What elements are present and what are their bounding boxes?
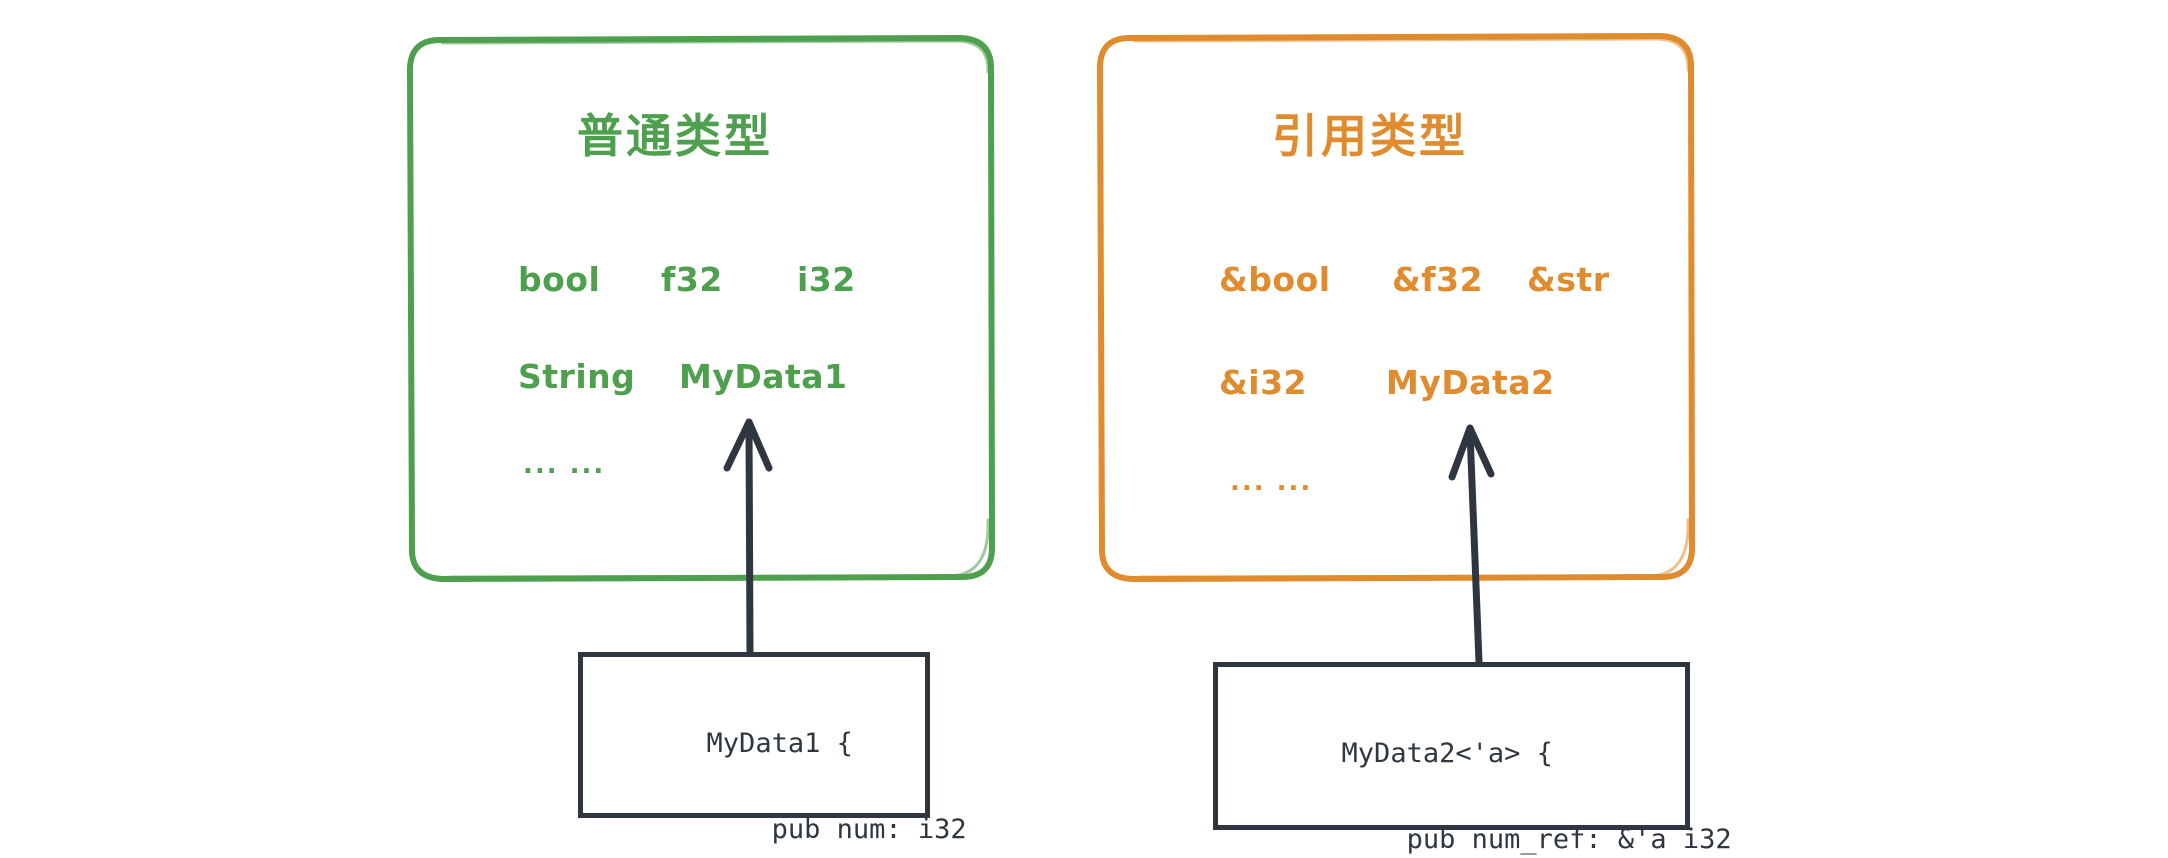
mydata1-code-line-1: MyData1 { bbox=[706, 728, 853, 759]
reference-types-panel-title: 引用类型 bbox=[1272, 109, 1468, 163]
type-label-ref-f32: &f32 bbox=[1392, 260, 1484, 299]
mydata2-type-label: MyData2 bbox=[1386, 363, 1555, 402]
type-label-ref-str: &str bbox=[1527, 260, 1610, 299]
ordinary-types-panel-title: 普通类型 bbox=[577, 109, 773, 163]
mydata1-type-label: MyData1 bbox=[679, 357, 848, 396]
type-label-string: String bbox=[518, 357, 636, 396]
type-label-ref-i32: &i32 bbox=[1219, 363, 1308, 402]
mydata1-code-box: MyData1 { pub num: i32 } bbox=[578, 652, 967, 845]
arrow-to-mydata1 bbox=[723, 418, 773, 656]
mydata2-code-line-1: MyData2<'a> { bbox=[1341, 738, 1553, 769]
type-label-i32: i32 bbox=[797, 260, 856, 299]
mydata2-code-line-2: pub num_ref: &'a i32 bbox=[1341, 824, 1732, 855]
type-label-f32: f32 bbox=[661, 260, 723, 299]
type-label-ref-bool: &bool bbox=[1219, 260, 1331, 299]
ordinary-types-ellipsis: ... ... bbox=[523, 450, 606, 480]
mydata1-code-line-2: pub num: i32 bbox=[706, 814, 967, 845]
reference-types-ellipsis: ... ... bbox=[1230, 467, 1313, 497]
ordinary-types-panel-outline bbox=[406, 35, 996, 582]
reference-types-panel-outline bbox=[1096, 33, 1696, 582]
arrow-to-mydata2 bbox=[1448, 424, 1495, 666]
mydata2-code-box: MyData2<'a> { pub num_ref: &'a i32 } bbox=[1213, 662, 1732, 855]
type-label-bool: bool bbox=[518, 260, 601, 299]
